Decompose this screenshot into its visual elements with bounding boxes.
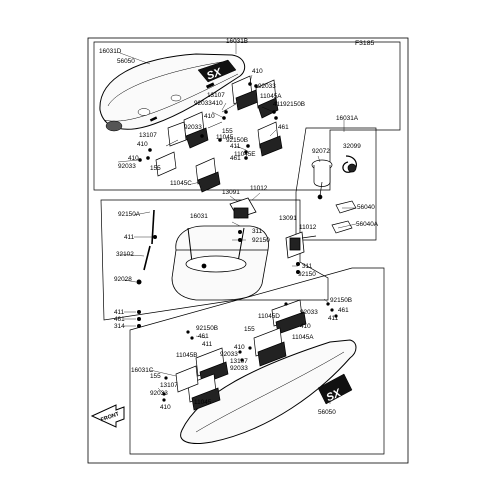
label-32102: 32102 <box>116 251 134 258</box>
sx-decal-bottom: SX <box>317 373 353 405</box>
label-411-f: 411 <box>202 341 213 348</box>
label-311-b: 311 <box>302 263 313 270</box>
bracket-group-frame <box>295 127 377 241</box>
label-92033-c: 92033 <box>184 124 202 131</box>
label-410-g: 410 <box>160 404 171 411</box>
label-155-c: 155 <box>244 326 255 333</box>
label-411-e: 411 <box>328 315 339 322</box>
label-11045A-b: 11045A <box>292 334 314 341</box>
label-155-d: 155 <box>150 373 161 380</box>
leader-lines <box>117 39 357 404</box>
lower-fasteners <box>162 302 338 402</box>
label-410-a: 410 <box>252 68 263 75</box>
label-314: 314 <box>114 323 125 330</box>
label-411-c: 411 <box>124 234 135 241</box>
label-16031D: 16031D <box>99 48 122 55</box>
label-92072: 92072 <box>312 148 330 155</box>
label-16031A: 16031A <box>336 115 359 122</box>
label-92150B-d: 92150B <box>196 325 218 332</box>
label-155-a: 155 <box>222 128 233 135</box>
label-92150A: 92150A <box>118 211 141 218</box>
label-13091-a: 13091 <box>222 189 240 196</box>
label-32099: 32099 <box>343 143 361 150</box>
label-13107-d: 13107 <box>160 382 178 389</box>
label-461-a: 461 <box>278 124 289 131</box>
label-11045A-a: 11045A <box>260 93 282 100</box>
bracket-group <box>311 155 357 234</box>
label-56040A: 56040A <box>356 221 379 228</box>
label-92033-h: 92033 <box>150 390 168 397</box>
label-92150B-c: 92150B <box>330 297 352 304</box>
label-92150B-a: 92150B <box>283 101 305 108</box>
upper-hinge-brackets <box>155 75 283 193</box>
label-56050-bottom: 56050 <box>318 409 336 416</box>
center-housing <box>171 197 317 301</box>
label-11045E: 11045E <box>234 151 256 158</box>
label-410-f: 410 <box>234 344 245 351</box>
bottom-group-frame <box>129 267 385 455</box>
label-461-d: 461 <box>338 307 349 314</box>
label-411-d: 411 <box>114 309 125 316</box>
label-410-d: 410 <box>128 155 139 162</box>
label-461-c: 461 <box>114 316 125 323</box>
label-92150-b: 92150 <box>298 271 316 278</box>
top-cover: SX <box>99 53 246 132</box>
label-13107-a: 13107 <box>207 92 225 99</box>
part-labels: F3185 16031B 16031D 56050 410 92033 1310… <box>99 38 379 416</box>
label-461-b: 461 <box>230 155 241 162</box>
label-461-e: 461 <box>198 333 209 340</box>
label-410-c: 410 <box>137 141 148 148</box>
bottom-cover: SX <box>180 339 357 444</box>
label-155-b: 155 <box>150 165 161 172</box>
label-13091-b: 13091 <box>279 215 297 222</box>
label-16031C: 16031C <box>131 367 154 374</box>
lower-hinge-brackets <box>175 299 307 411</box>
ref-code: F3185 <box>355 40 374 47</box>
outer-frame <box>87 37 409 464</box>
label-92150-a: 92150 <box>252 237 270 244</box>
label-410-c-top: 410 <box>204 113 215 120</box>
label-11045B: 11045B <box>176 352 198 359</box>
middle-fasteners <box>136 230 300 328</box>
label-56050-top: 56050 <box>117 58 135 65</box>
top-group-frame <box>93 41 401 191</box>
label-11045C: 11045C <box>170 180 192 187</box>
label-92033-b: 92033 <box>194 100 212 107</box>
label-13107-c: 13107 <box>230 358 248 365</box>
label-11012-a: 11012 <box>250 185 268 192</box>
label-11045D: 11045D <box>258 313 280 320</box>
label-410-e: 410 <box>300 323 311 330</box>
label-92028: 92028 <box>114 276 132 283</box>
front-arrow: FRONT <box>90 404 125 428</box>
label-410-b: 410 <box>212 100 223 107</box>
label-56040: 56040 <box>357 204 375 211</box>
label-16031: 16031 <box>190 213 208 220</box>
upper-fasteners <box>138 82 278 162</box>
label-11012-b: 11012 <box>299 224 317 231</box>
middle-group-frame <box>100 199 329 321</box>
label-411-b: 411 <box>230 143 241 150</box>
label-92033-e: 92033 <box>300 309 318 316</box>
label-16031B: 16031B <box>226 38 248 45</box>
long-bolts <box>143 209 155 271</box>
label-311-a: 311 <box>252 228 263 235</box>
label-92033-g: 92033 <box>230 365 248 372</box>
label-92033-f: 92033 <box>220 351 238 358</box>
label-92033-a: 92033 <box>258 83 276 90</box>
label-92033-d: 92033 <box>118 163 136 170</box>
svg-text:SX: SX <box>205 66 224 83</box>
label-11045-a: 11045 <box>216 134 234 141</box>
sx-decal-top: SX <box>197 59 237 83</box>
label-92150B-b: 92150B <box>226 137 248 144</box>
label-13107-b: 13107 <box>139 132 157 139</box>
label-11045-b: 11045 <box>194 399 212 406</box>
svg-text:SX: SX <box>325 387 344 404</box>
label-411-a: 411 <box>273 101 284 108</box>
